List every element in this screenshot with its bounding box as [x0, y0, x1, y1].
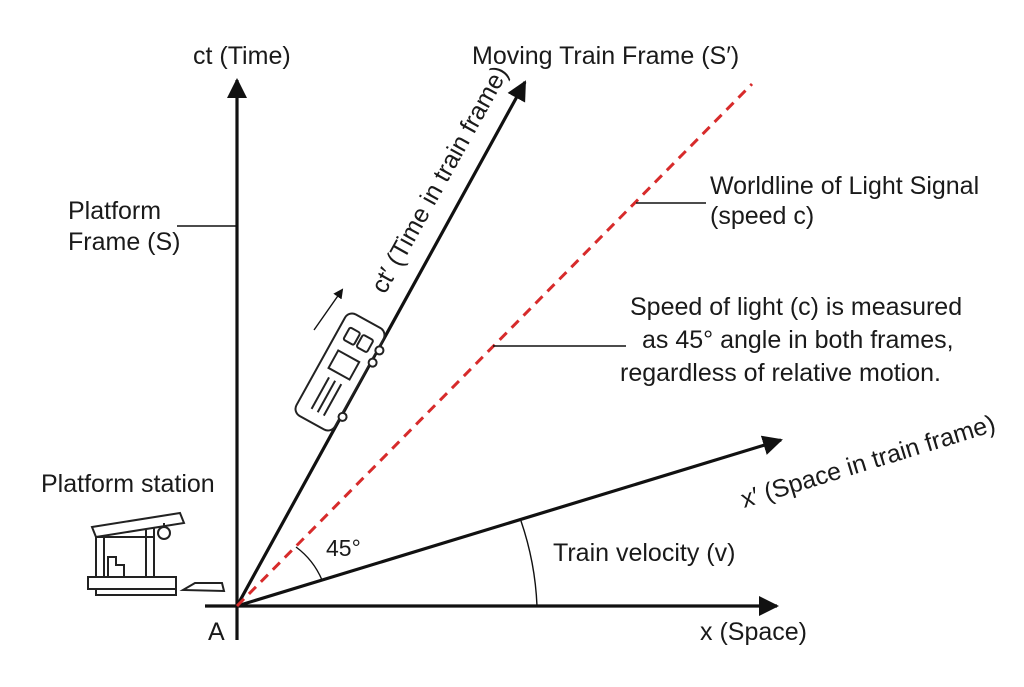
platform-frame-label-line1: Platform: [68, 197, 161, 225]
platform-station-icon: [87, 511, 226, 596]
motion-arrow-icon: [313, 288, 344, 331]
moving-frame-label: Moving Train Frame (S′): [472, 42, 739, 70]
speed-note-line3: regardless of relative motion.: [620, 359, 941, 387]
light-worldline-label-line2: (speed c): [710, 202, 814, 230]
platform-frame-label-line2: Frame (S): [68, 228, 181, 256]
train-icon: [294, 312, 386, 432]
x-prime-axis-label: x′ (Space in train frame): [738, 410, 999, 514]
train-velocity-label: Train velocity (v): [553, 539, 735, 567]
light-worldline-label-line1: Worldline of Light Signal: [710, 172, 979, 200]
x-axis-label: x (Space): [700, 618, 807, 646]
angle-45-arc: [295, 546, 323, 581]
origin-label: A: [208, 618, 225, 646]
speed-note-line1: Speed of light (c) is measured: [630, 293, 962, 321]
ct-axis-label: ct (Time): [193, 42, 291, 70]
speed-note-line2: as 45° angle in both frames,: [642, 326, 954, 354]
velocity-angle-arc: [520, 520, 538, 607]
angle-45-label: 45°: [326, 535, 361, 561]
x-prime-axis: [236, 435, 783, 608]
light-worldline: [235, 82, 754, 608]
platform-station-label: Platform station: [41, 470, 215, 498]
ct-prime-axis-label: ct′ (Time in train frame): [366, 61, 514, 298]
